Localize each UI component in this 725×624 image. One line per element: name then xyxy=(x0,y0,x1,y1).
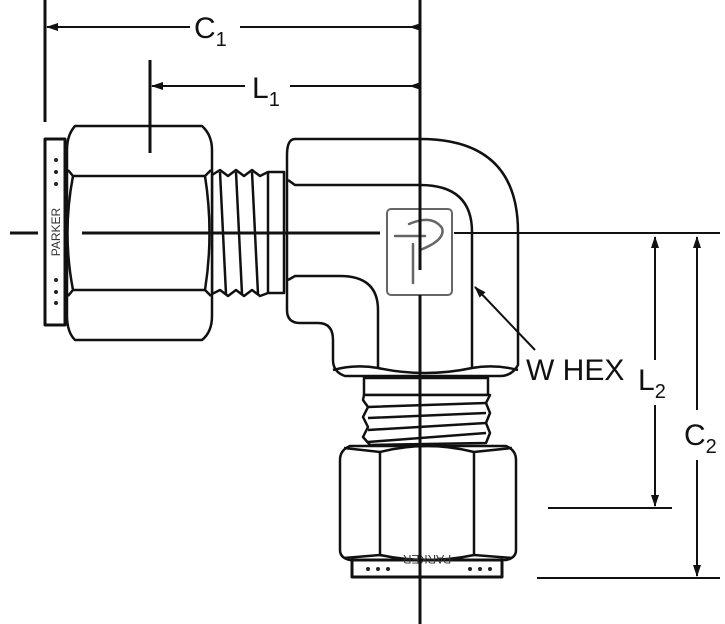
bottom-brand-text: PARKER xyxy=(402,552,451,566)
l2-label: L2 xyxy=(638,364,666,403)
centerlines xyxy=(10,0,720,624)
l1-label: L1 xyxy=(252,72,280,111)
c1-label: C1 xyxy=(194,12,227,51)
c2-label: C2 xyxy=(684,419,717,458)
bottom-thread xyxy=(361,376,492,447)
bottom-washer: PARKER xyxy=(350,552,504,579)
left-brand-text: PARKER xyxy=(49,207,63,256)
bottom-nut xyxy=(338,444,518,562)
w-hex-leader xyxy=(474,286,536,351)
w-hex-label: W HEX xyxy=(526,354,624,387)
elbow-body xyxy=(285,137,520,378)
left-washer: PARKER xyxy=(43,137,67,327)
